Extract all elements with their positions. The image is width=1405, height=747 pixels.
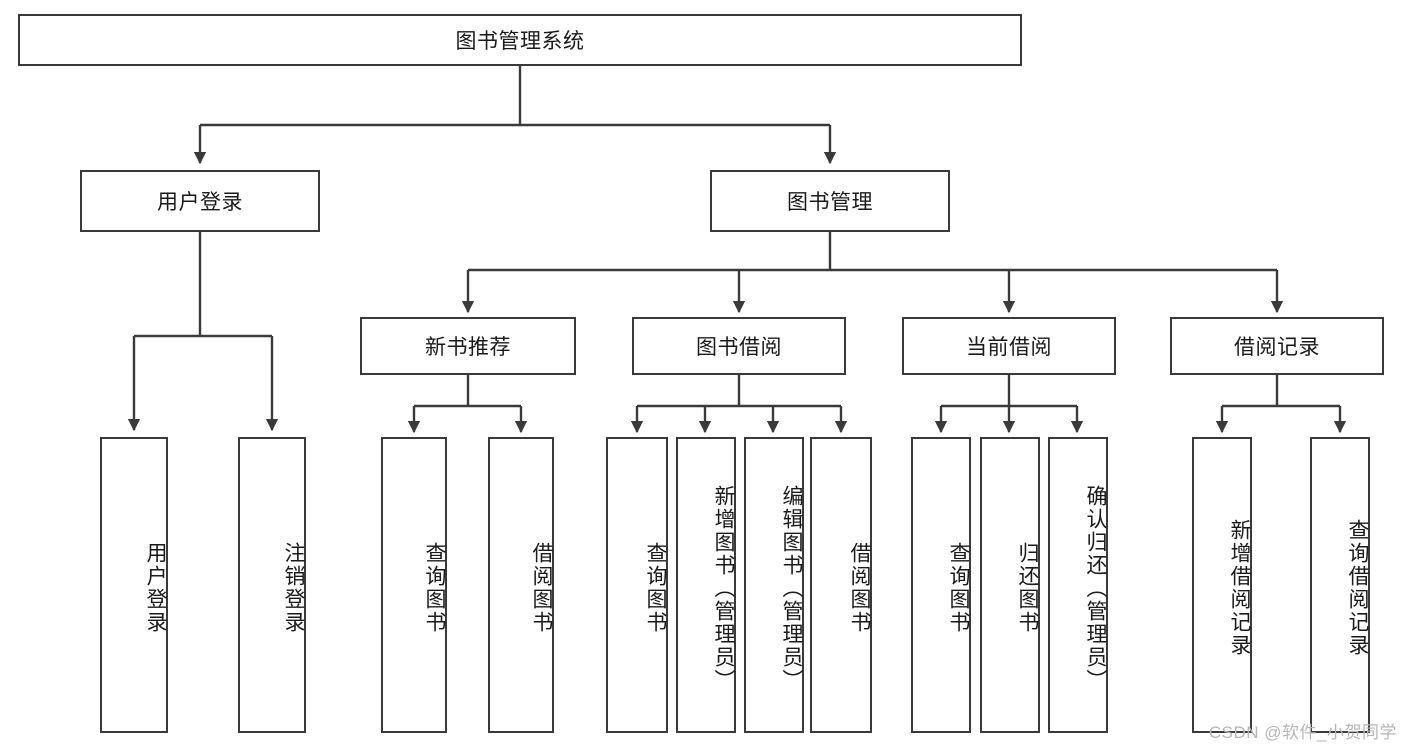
node-user-login[interactable]: 用户登录 bbox=[80, 170, 320, 232]
node-root[interactable]: 图书管理系统 bbox=[18, 14, 1022, 66]
node-current-borrow[interactable]: 当前借阅 bbox=[902, 317, 1116, 375]
leaf-new-book-query-book[interactable]: 查询图书 bbox=[381, 437, 447, 733]
leaf-user-login-login[interactable]: 用户登录 bbox=[100, 437, 168, 733]
leaf-book-borrow-borrow-book[interactable]: 借阅图书 bbox=[810, 437, 872, 733]
leaf-current-borrow-return-book[interactable]: 归还图书 bbox=[980, 437, 1040, 733]
leaf-borrow-record-query-record[interactable]: 查询借阅记录 bbox=[1310, 437, 1370, 733]
node-new-book-recommend[interactable]: 新书推荐 bbox=[360, 317, 576, 375]
leaf-current-borrow-confirm-return-admin[interactable]: 确认归还（管理员） bbox=[1048, 437, 1108, 733]
node-user-login-label: 用户登录 bbox=[157, 191, 243, 214]
leaf-current-borrow-query-book[interactable]: 查询图书 bbox=[911, 437, 971, 733]
leaf-borrow-record-add-record[interactable]: 新增借阅记录 bbox=[1192, 437, 1252, 733]
node-book-management-label: 图书管理 bbox=[787, 191, 873, 214]
leaf-book-borrow-add-book-admin[interactable]: 新增图书（管理员） bbox=[676, 437, 736, 733]
leaf-label: 查询图书 bbox=[644, 542, 667, 634]
leaf-label: 注销登录 bbox=[282, 542, 305, 634]
leaf-user-login-logout[interactable]: 注销登录 bbox=[238, 437, 306, 733]
node-borrow-record[interactable]: 借阅记录 bbox=[1170, 317, 1384, 375]
leaf-label: 确认归还（管理员） bbox=[1084, 484, 1107, 692]
leaf-book-borrow-query-book[interactable]: 查询图书 bbox=[606, 437, 668, 733]
leaf-label: 新增图书（管理员） bbox=[712, 484, 735, 692]
node-book-management[interactable]: 图书管理 bbox=[710, 170, 950, 232]
node-borrow-record-label: 借阅记录 bbox=[1234, 336, 1320, 359]
leaf-label: 归还图书 bbox=[1016, 542, 1039, 634]
leaf-label: 新增借阅记录 bbox=[1228, 519, 1251, 657]
node-current-borrow-label: 当前借阅 bbox=[966, 336, 1052, 359]
leaf-label: 查询图书 bbox=[947, 542, 970, 634]
node-root-label: 图书管理系统 bbox=[455, 30, 585, 53]
leaf-label: 查询借阅记录 bbox=[1346, 519, 1369, 657]
leaf-label: 借阅图书 bbox=[530, 542, 553, 634]
node-book-borrow-label: 图书借阅 bbox=[696, 336, 782, 359]
leaf-new-book-borrow-book[interactable]: 借阅图书 bbox=[488, 437, 554, 733]
watermark: CSDN @软件_小贺同学 bbox=[1208, 723, 1397, 742]
leaf-book-borrow-edit-book-admin[interactable]: 编辑图书（管理员） bbox=[744, 437, 804, 733]
leaf-label: 查询图书 bbox=[423, 542, 446, 634]
node-new-book-recommend-label: 新书推荐 bbox=[425, 336, 511, 359]
node-book-borrow[interactable]: 图书借阅 bbox=[632, 317, 846, 375]
leaf-label: 用户登录 bbox=[144, 542, 167, 634]
leaf-label: 编辑图书（管理员） bbox=[780, 484, 803, 692]
leaf-label: 借阅图书 bbox=[848, 542, 871, 634]
